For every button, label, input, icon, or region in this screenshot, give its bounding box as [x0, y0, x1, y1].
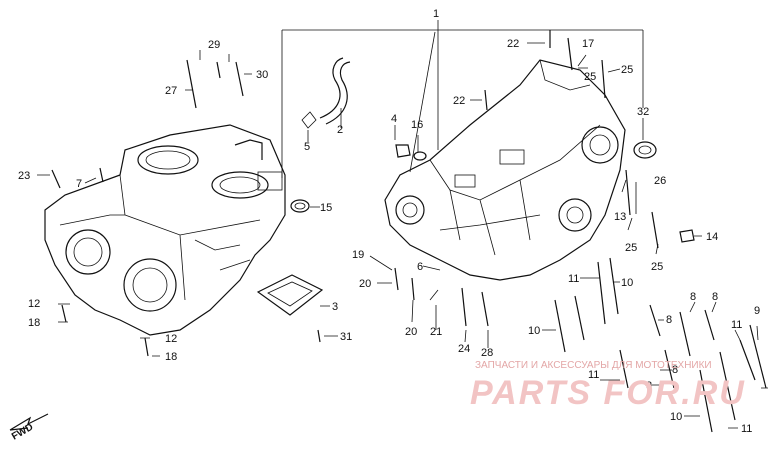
callout-12a: 12 [28, 298, 40, 310]
callout-11d: 11 [741, 423, 752, 435]
callout-6: 6 [417, 261, 423, 273]
callout-23: 23 [18, 170, 30, 182]
callout-24: 24 [458, 343, 470, 355]
callout-30: 30 [256, 69, 268, 81]
callout-9: 9 [754, 305, 760, 317]
bolts [51, 30, 767, 433]
callout-28: 28 [481, 347, 493, 359]
callout-26: 26 [654, 175, 666, 187]
callout-25c: 25 [625, 242, 637, 254]
breather-tube [319, 57, 351, 125]
callout-13: 13 [614, 211, 626, 223]
watermark-logo: PARTS FOR.RU [470, 374, 746, 412]
callout-17: 17 [582, 38, 594, 50]
callout-22b: 22 [453, 95, 465, 107]
callout-20b: 20 [405, 326, 417, 338]
callout-19: 19 [352, 249, 364, 261]
callout-10c: 10 [670, 411, 682, 423]
callout-8e: 8 [672, 364, 678, 376]
plate-3 [256, 274, 324, 316]
callout-3: 3 [332, 301, 338, 313]
upper-crankcase [44, 124, 286, 336]
cap-14 [679, 229, 695, 243]
callout-12b: 12 [165, 333, 177, 345]
plug [395, 144, 411, 158]
callout-8b: 8 [690, 291, 696, 303]
fwd-label: FWD [10, 422, 35, 443]
clip [301, 111, 317, 129]
callout-7: 7 [76, 178, 82, 190]
callout-18b: 18 [165, 351, 177, 363]
callout-8d: 8 [646, 380, 652, 392]
callout-29: 29 [208, 39, 220, 51]
callout-1: 1 [433, 8, 439, 20]
callout-8a: 8 [666, 314, 672, 326]
callout-20a: 20 [359, 278, 371, 290]
callout-2: 2 [337, 124, 343, 136]
callout-10b: 10 [528, 325, 540, 337]
callout-11a: 11 [568, 273, 579, 285]
lower-crankcase [384, 59, 626, 281]
callout-14: 14 [706, 231, 718, 243]
gear-cover [633, 141, 657, 159]
callout-4: 4 [391, 113, 397, 125]
oil-seal [290, 199, 310, 213]
watermark-caption: ЗАПЧАСТИ И АКСЕССУАРЫ ДЛЯ МОТОТЕХНИКИ [475, 360, 712, 371]
callout-labels: 1 2 3 4 5 6 7 8 8 8 8 8 9 10 10 10 11 11… [18, 8, 760, 435]
fwd-arrow [9, 413, 49, 431]
leader-lines [37, 20, 768, 429]
callout-21: 21 [430, 326, 442, 338]
callout-5: 5 [304, 141, 310, 153]
callout-11c: 11 [588, 369, 599, 381]
callout-15: 15 [320, 202, 332, 214]
callout-25d: 25 [651, 261, 663, 273]
callout-18a: 18 [28, 317, 40, 329]
callout-32: 32 [637, 106, 649, 118]
callout-11b: 11 [731, 319, 742, 331]
callout-31: 31 [340, 331, 352, 343]
callout-25a: 25 [584, 71, 596, 83]
o-ring [413, 151, 427, 161]
callout-27: 27 [165, 85, 177, 97]
callout-25b: 25 [621, 64, 633, 76]
callout-10a: 10 [621, 277, 633, 289]
callout-22a: 22 [507, 38, 519, 50]
callout-16: 16 [411, 119, 423, 131]
callout-8c: 8 [712, 291, 718, 303]
